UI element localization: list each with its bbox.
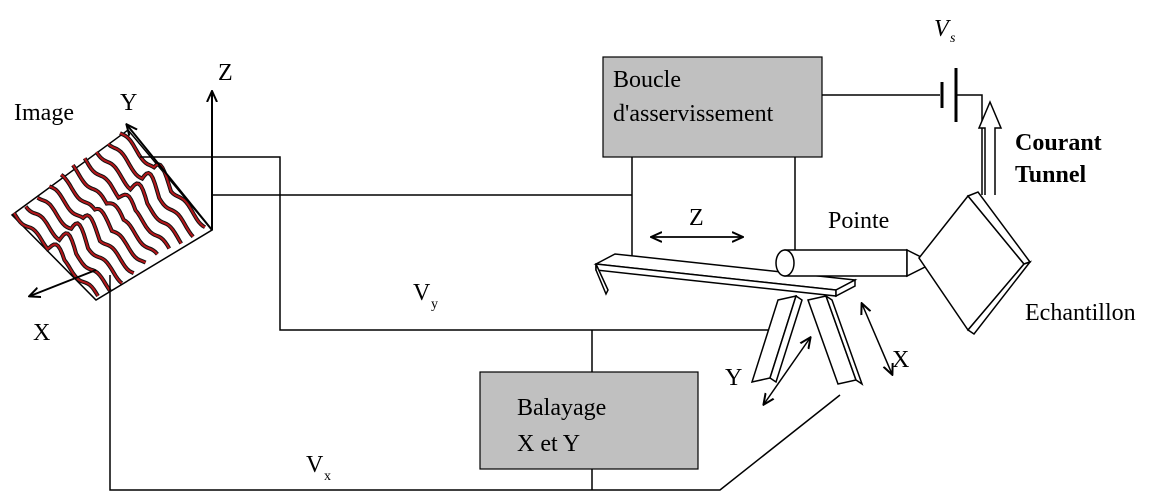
vy-label: V	[413, 280, 431, 306]
vx-subscript: x	[324, 469, 331, 484]
vs-wire-right	[956, 94, 983, 195]
image-trace	[13, 212, 99, 297]
y-axis-arrow	[127, 125, 213, 231]
sample	[918, 191, 1033, 336]
feedback-loop-box	[602, 56, 823, 158]
axis-x-label: X	[33, 320, 50, 346]
voltage-source	[940, 68, 958, 122]
image-traces	[12, 131, 206, 298]
axis-z-label: Z	[218, 60, 233, 86]
image-trace	[48, 185, 135, 275]
image-trace	[107, 143, 194, 238]
x-axis-arrow	[30, 269, 97, 296]
tip-label: Pointe	[828, 208, 889, 234]
image-trace-outline	[24, 205, 112, 292]
wiring	[109, 94, 983, 491]
axis-y-label: Y	[120, 90, 137, 116]
tip	[775, 248, 935, 278]
image-trace-outline	[36, 195, 124, 285]
vy-subscript: y	[431, 297, 438, 312]
scan-box-line1: Balayage	[517, 395, 606, 421]
scan-box-line2: X et Y	[517, 431, 580, 457]
vs-subscript: s	[950, 31, 956, 46]
piezo-z-label: Z	[689, 205, 704, 231]
current-arrow	[977, 100, 1003, 195]
image-trace	[72, 164, 159, 255]
sample-label: Echantillon	[1025, 300, 1136, 326]
current-label-line1: Courant	[1015, 130, 1102, 156]
piezo-y-label: Y	[725, 365, 742, 391]
image-trace	[25, 205, 111, 292]
image-trace-outline	[94, 150, 183, 245]
feedback-box-line2: d'asservissement	[613, 101, 774, 127]
current-label-line2: Tunnel	[1015, 162, 1087, 188]
image-trace	[60, 173, 147, 264]
image-surface	[10, 128, 214, 301]
image-trace	[37, 196, 123, 284]
piezo-x-label: X	[892, 347, 909, 373]
y-motion-arrow	[764, 338, 810, 404]
vy-wire	[140, 156, 790, 331]
feedback-box-line1: Boucle	[613, 67, 681, 93]
vx-label: V	[306, 452, 324, 478]
image-label: Image	[14, 100, 74, 126]
coordinate-axes	[30, 92, 212, 296]
x-motion-arrow	[862, 304, 892, 374]
vx-wire	[109, 275, 841, 491]
scan-box	[479, 371, 699, 470]
image-trace	[95, 151, 183, 245]
image-trace	[83, 157, 171, 250]
vs-label: V	[934, 16, 951, 42]
